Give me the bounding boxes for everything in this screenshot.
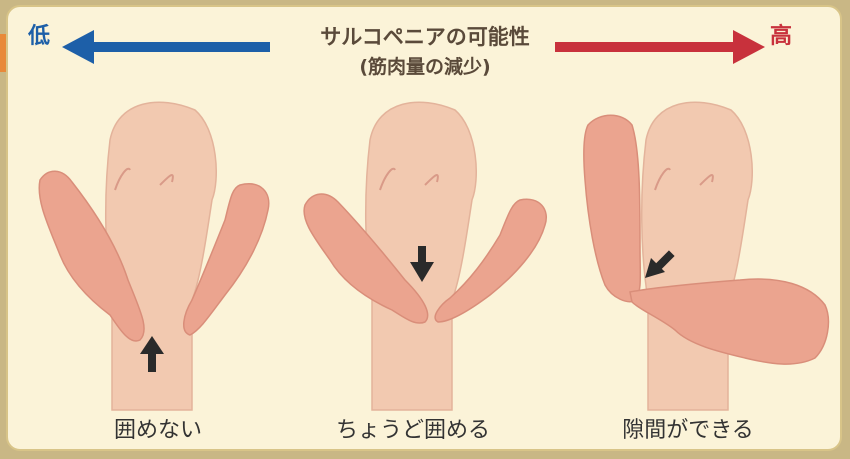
caption-just-encircle: ちょうど囲める <box>293 418 533 444</box>
caption-cannot-encircle: 囲めない <box>38 418 278 444</box>
back-hand-shape <box>584 115 641 301</box>
caption-gap-forms: 隙間ができる <box>568 418 808 444</box>
calf-shape <box>642 102 753 410</box>
